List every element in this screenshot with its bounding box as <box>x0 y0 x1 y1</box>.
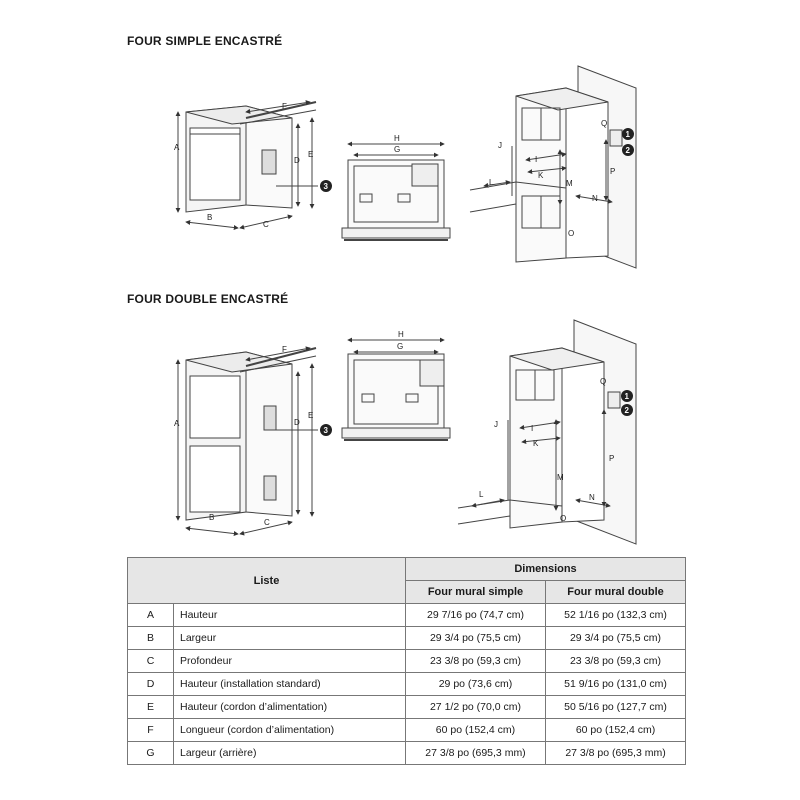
label-P-double: P <box>609 454 614 463</box>
label-M-double: M <box>557 473 564 482</box>
row-code: D <box>127 672 174 696</box>
section-title-single: FOUR SIMPLE ENCASTRÉ <box>127 34 283 48</box>
table-row: A Hauteur 29 7/16 po (74,7 cm) 52 1/16 p… <box>127 603 687 627</box>
svg-text:2: 2 <box>626 146 631 155</box>
label-K-single: K <box>538 171 544 180</box>
double-oven-iso-view <box>175 346 318 537</box>
row-single-value: 29 3/4 po (75,5 cm) <box>405 626 546 650</box>
label-D-double: D <box>294 418 300 427</box>
label-C-double: C <box>264 518 270 527</box>
row-double-value: 29 3/4 po (75,5 cm) <box>544 626 687 650</box>
label-J-double: J <box>494 420 498 429</box>
double-oven-cabinet-view <box>457 319 637 545</box>
row-single-value: 23 3/8 po (59,3 cm) <box>405 649 546 673</box>
callout-3-double: 3 <box>320 424 332 436</box>
callout-2-double: 2 <box>621 404 633 416</box>
header-list: Liste <box>127 557 406 604</box>
row-double-value: 51 9/16 po (131,0 cm) <box>544 672 687 696</box>
label-O-single: O <box>568 229 574 238</box>
label-F-double: F <box>282 345 287 354</box>
label-I-double: I <box>531 424 533 433</box>
row-double-value: 52 1/16 po (132,3 cm) <box>544 603 687 627</box>
row-label: Largeur <box>173 626 406 650</box>
label-B-double: B <box>209 513 214 522</box>
svg-text:1: 1 <box>626 130 631 139</box>
row-code: B <box>127 626 174 650</box>
label-G-single: G <box>394 145 400 154</box>
row-label: Longueur (cordon d’alimentation) <box>173 718 406 742</box>
label-C-single: C <box>263 220 269 229</box>
label-N-single: N <box>592 194 598 203</box>
svg-text:1: 1 <box>625 392 630 401</box>
label-A-double: A <box>174 419 180 428</box>
callout-3-single: 3 <box>320 180 332 192</box>
label-H-single: H <box>394 134 400 143</box>
callout-2-single: 2 <box>622 144 634 156</box>
table-row: G Largeur (arrière) 27 3/8 po (695,3 mm)… <box>127 741 687 765</box>
label-B-single: B <box>207 213 212 222</box>
dimensions-table: Liste Dimensions Four mural simple Four … <box>127 557 687 765</box>
row-double-value: 23 3/8 po (59,3 cm) <box>544 649 687 673</box>
callout-1-single: 1 <box>622 128 634 140</box>
callout-1-double: 1 <box>621 390 633 402</box>
label-J-single: J <box>498 141 502 150</box>
table-header-row: Liste Dimensions <box>127 557 687 604</box>
row-double-value: 60 po (152,4 cm) <box>544 718 687 742</box>
single-oven-top-view <box>341 141 451 241</box>
single-oven-iso-view <box>175 100 318 231</box>
row-double-value: 27 3/8 po (695,3 mm) <box>544 741 687 765</box>
row-code: A <box>127 603 174 627</box>
row-code: C <box>127 649 174 673</box>
label-A-single: A <box>174 143 180 152</box>
label-Q-double: Q <box>600 377 606 386</box>
label-I-single: I <box>535 155 537 164</box>
label-L-single: L <box>489 178 494 187</box>
single-oven-cabinet-view <box>469 65 637 269</box>
table-row: B Largeur 29 3/4 po (75,5 cm) 29 3/4 po … <box>127 626 687 650</box>
label-O-double: O <box>560 514 566 523</box>
row-single-value: 29 po (73,6 cm) <box>405 672 546 696</box>
svg-text:3: 3 <box>324 426 329 435</box>
row-double-value: 50 5/16 po (127,7 cm) <box>544 695 687 719</box>
table-row: F Longueur (cordon d’alimentation) 60 po… <box>127 718 687 742</box>
label-H-double: H <box>398 330 404 339</box>
section-title-double: FOUR DOUBLE ENCASTRÉ <box>127 292 289 306</box>
row-single-value: 27 3/8 po (695,3 mm) <box>405 741 546 765</box>
label-Q-single: Q <box>601 119 607 128</box>
row-single-value: 27 1/2 po (70,0 cm) <box>405 695 546 719</box>
row-label: Profondeur <box>173 649 406 673</box>
label-E-double: E <box>308 411 313 420</box>
label-K-double: K <box>533 439 539 448</box>
label-E-single: E <box>308 150 313 159</box>
row-label: Hauteur <box>173 603 406 627</box>
label-F-single: F <box>282 102 287 111</box>
table-row: E Hauteur (cordon d’alimentation) 27 1/2… <box>127 695 687 719</box>
table-row: C Profondeur 23 3/8 po (59,3 cm) 23 3/8 … <box>127 649 687 673</box>
label-D-single: D <box>294 156 300 165</box>
label-N-double: N <box>589 493 595 502</box>
table-subheader-row: Four mural simple Four mural double <box>128 580 687 604</box>
label-L-double: L <box>479 490 484 499</box>
row-label: Largeur (arrière) <box>173 741 406 765</box>
header-single-oven: Four mural simple <box>405 580 546 604</box>
row-code: E <box>127 695 174 719</box>
svg-text:2: 2 <box>625 406 630 415</box>
table-row: D Hauteur (installation standard) 29 po … <box>127 672 687 696</box>
svg-text:3: 3 <box>324 182 329 191</box>
row-single-value: 29 7/16 po (74,7 cm) <box>405 603 546 627</box>
label-M-single: M <box>566 179 573 188</box>
row-code: G <box>127 741 174 765</box>
header-double-oven: Four mural double <box>544 580 687 604</box>
label-G-double: G <box>397 342 403 351</box>
label-P-single: P <box>610 167 615 176</box>
header-dimensions: Dimensions <box>404 557 687 581</box>
row-code: F <box>127 718 174 742</box>
installation-diagrams: A B C D E F 3 H G <box>174 65 637 545</box>
double-oven-top-view <box>341 337 451 441</box>
row-label: Hauteur (cordon d’alimentation) <box>173 695 406 719</box>
row-single-value: 60 po (152,4 cm) <box>405 718 546 742</box>
row-label: Hauteur (installation standard) <box>173 672 406 696</box>
